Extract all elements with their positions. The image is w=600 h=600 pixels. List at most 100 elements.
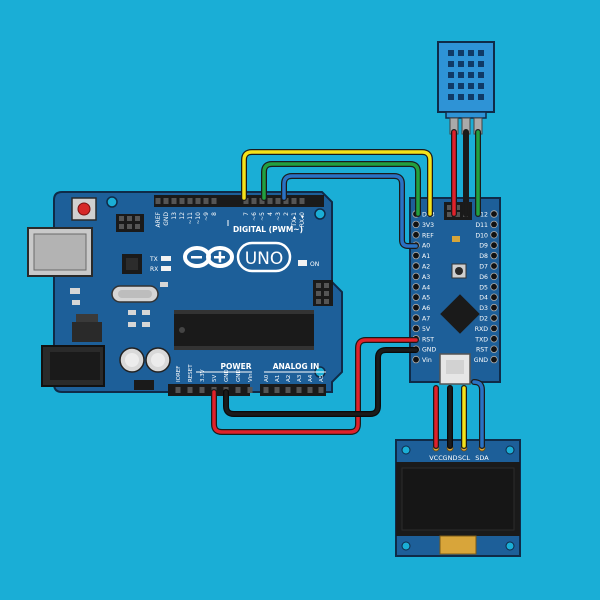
oled-pin-label: SDA xyxy=(475,454,489,462)
digital-pin-label: 12 xyxy=(179,212,186,220)
nano-right-pin-label: D11 xyxy=(475,222,488,229)
power-pin-label: IOREF xyxy=(176,366,182,382)
digital-pin-label: 7 xyxy=(243,212,250,216)
dht-vent xyxy=(468,94,474,100)
analog-header xyxy=(260,384,326,396)
nano-left-pin xyxy=(412,355,420,364)
power-pin-hole xyxy=(235,387,241,393)
nano-right-pin xyxy=(490,220,498,229)
dht-vent xyxy=(478,83,484,89)
digital-pin-hole xyxy=(195,198,201,204)
digital-pin-label: GND xyxy=(163,212,170,226)
digital-pin-label: ~6 xyxy=(251,212,258,221)
digital-pin-hole xyxy=(275,198,281,204)
nano-right-pin-label: D12 xyxy=(475,212,488,219)
nano-left-pin xyxy=(412,314,420,322)
dht-vent xyxy=(458,94,464,100)
digital-pin-hole xyxy=(211,198,217,204)
reset-button xyxy=(71,197,97,221)
icsp-header-usb xyxy=(116,214,144,232)
dht-vent xyxy=(468,83,474,89)
power-pin-label: GND xyxy=(224,369,230,382)
analog-pin-hole xyxy=(274,387,280,393)
nano-right-pin xyxy=(490,262,498,270)
analog-pin-label: A0 xyxy=(264,374,270,382)
power-pin-hole xyxy=(199,387,205,393)
nano-right-pin-label: D2 xyxy=(479,316,488,323)
dht-vent xyxy=(468,72,474,78)
power-pin-hole xyxy=(247,387,253,393)
crystal xyxy=(111,285,159,303)
nano-left-pin xyxy=(412,272,420,281)
digital-pin-label: ~9 xyxy=(203,212,210,221)
digital-pin-hole xyxy=(187,198,193,204)
dht-vent xyxy=(478,94,484,100)
dht-vent xyxy=(448,50,454,56)
nano-left-pin xyxy=(412,231,420,239)
nano-left-pin xyxy=(412,220,420,229)
analog-pin-hole xyxy=(285,387,291,393)
nano-right-pin-label: TXD xyxy=(474,336,488,343)
dht-vent xyxy=(458,72,464,78)
digital-pin-hole xyxy=(291,198,297,204)
analog-pin-hole xyxy=(263,387,269,393)
nano-right-pin xyxy=(490,303,498,312)
analog-pin-label: A2 xyxy=(286,375,292,382)
dht-vent xyxy=(448,61,454,67)
nano-right-pin-label: D9 xyxy=(479,243,488,250)
digital-header-label: DIGITAL (PWM~) xyxy=(233,225,303,234)
on-label: ON xyxy=(310,261,319,268)
nano-right-pin-label: D7 xyxy=(479,264,488,271)
digital-pin-hole xyxy=(259,198,265,204)
power-pin-label: RESET xyxy=(188,364,194,382)
digital-pin-label: 13 xyxy=(171,212,178,220)
oled-display-module xyxy=(395,439,521,557)
nano-left-pin-label: 3V3 xyxy=(422,222,434,229)
nano-left-pin xyxy=(412,251,420,260)
nano-right-pin xyxy=(490,231,498,239)
dht-vent xyxy=(448,83,454,89)
nano-right-pin-label: RST xyxy=(476,347,488,354)
power-header-label: POWER xyxy=(220,362,251,371)
power-pin-label: GND xyxy=(236,369,242,382)
nano-left-pin-label: A3 xyxy=(422,274,430,281)
tx-rx-leds xyxy=(161,256,171,271)
nano-right-pin xyxy=(490,293,498,301)
nano-right-pin-label: D8 xyxy=(479,253,488,260)
nano-right-pin-label: D4 xyxy=(479,295,488,302)
analog-pin-hole xyxy=(307,387,313,393)
nano-left-pin xyxy=(412,283,420,291)
on-led xyxy=(298,260,307,266)
rx-label: RX xyxy=(150,266,158,273)
nano-right-pin-label: RXD xyxy=(475,326,489,333)
wires xyxy=(211,129,485,449)
digital-pin-label: ~11 xyxy=(187,212,194,225)
digital-pin-hole xyxy=(179,198,185,204)
nano-left-pin-label: GND xyxy=(422,347,436,354)
digital-pin-label: 2 xyxy=(283,212,290,216)
nano-right-pin xyxy=(490,272,498,281)
nano-right-pin xyxy=(490,210,498,218)
digital-pin-label: ~5 xyxy=(259,212,266,221)
power-pin-label: 3.3V xyxy=(200,369,206,382)
analog-pin-label: A5 xyxy=(319,374,325,382)
nano-right-pin xyxy=(490,314,498,322)
digital-pin-hole xyxy=(299,198,305,204)
oled-pin-label: SCL xyxy=(458,454,471,462)
dht-vent xyxy=(468,61,474,67)
power-header xyxy=(168,384,253,396)
analog-pin-label: A4 xyxy=(308,374,314,382)
arduino-logo xyxy=(183,241,292,273)
digital-pin-hole xyxy=(155,198,161,204)
digital-header xyxy=(154,195,324,207)
analog-pin-label: A1 xyxy=(275,375,281,382)
nano-left-pin xyxy=(412,293,420,301)
nano-left-pin-label: RST xyxy=(422,336,434,343)
digital-pin-hole xyxy=(203,198,209,204)
nano-right-pin-label: D10 xyxy=(475,232,488,239)
usb-chip xyxy=(122,254,142,274)
atmega-chip xyxy=(174,310,314,350)
digital-pin-label: TX▸1 xyxy=(291,212,298,228)
